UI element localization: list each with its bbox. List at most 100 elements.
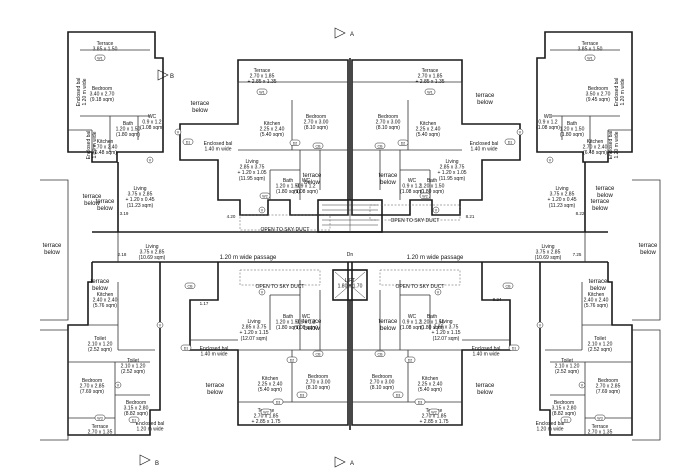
tag-marker: [312, 350, 324, 357]
room-name: Living: [145, 244, 158, 250]
room-name: Bath: [123, 121, 134, 127]
tag-label: CB: [316, 144, 322, 148]
door-window-tag: D2: [289, 139, 301, 146]
tag-label: CB: [506, 284, 512, 288]
room-name: Enclosed bal: [136, 421, 165, 427]
room-name: Enclosed bal: [608, 131, 614, 160]
room-dimension: (1.08 sqm): [400, 189, 424, 195]
note: terrace: [303, 173, 322, 179]
room-name: Toilet: [561, 358, 573, 364]
door-window-tag: D1: [560, 416, 572, 423]
room-dimension: + 2.85 x 1.35: [415, 79, 444, 85]
room-dimension: 2.25 x 2.40: [416, 127, 441, 133]
tag-label: D1: [186, 140, 191, 144]
room-name: WC: [408, 178, 417, 184]
tag-marker: [432, 206, 440, 214]
tag-marker: [156, 321, 164, 329]
room-dimension: 1.80 x 1.70: [338, 284, 363, 290]
note: terrace: [379, 173, 398, 179]
tag-marker: [128, 416, 140, 423]
tag-marker: [419, 192, 431, 199]
section-arrow-icon: [157, 69, 169, 81]
room-dimension: 2.70 x 1.85: [422, 414, 447, 420]
room-dimension: (7.69 sqm): [596, 389, 620, 395]
tag-marker: [312, 142, 324, 149]
tag-marker: [508, 344, 520, 351]
room-name: Terrace: [422, 68, 439, 74]
tag-marker: [536, 321, 544, 329]
column-mark: 7.25: [573, 252, 582, 257]
door-window-tag: CB: [312, 142, 324, 149]
room-dimension: (8.10 sqm): [370, 385, 394, 391]
room-name: Bedroom: [598, 378, 618, 384]
stair-direction-label: Dn: [347, 252, 354, 258]
room-name: Kitchen: [587, 139, 604, 145]
lift-cross-b: [334, 271, 366, 299]
room-name: Living: [439, 319, 452, 325]
tag-marker: [174, 128, 182, 136]
room-label: WC0.9 x 1.2(1.08 sqm): [294, 314, 318, 331]
tag-marker: [397, 139, 409, 146]
tag-label: V: [159, 323, 162, 327]
column-mark: 2.18: [118, 252, 127, 257]
room-name: Toilet: [594, 336, 606, 342]
tag-label: W2: [263, 410, 268, 414]
door-window-tag: V: [258, 288, 266, 296]
terrace-notes: terrace below terrace below terrace belo…: [43, 93, 658, 396]
room-name: Terrace: [97, 41, 114, 47]
room-name: LIFT: [345, 278, 355, 284]
section-arrow-icon: [334, 27, 346, 39]
tag-marker: [404, 356, 416, 363]
room-dimension: + 1.20 x 1.05: [237, 170, 266, 176]
door-window-tag: V: [546, 156, 554, 164]
door-window-tag: D1: [182, 138, 194, 145]
door-window-tag: V: [536, 321, 544, 329]
tag-marker: [256, 88, 268, 95]
door-window-tag: D1: [128, 416, 140, 423]
room-dimension: 2.25 x 2.40: [418, 382, 443, 388]
room-dimension: 2.40 x 2.40: [584, 298, 609, 304]
door-window-tag: V: [432, 206, 440, 214]
room-name: WC: [148, 114, 157, 120]
note: terrace: [596, 186, 615, 192]
room-dimension: 1.20 x 1.50: [276, 184, 301, 190]
note: below: [84, 201, 100, 207]
door-window-tag: W3: [94, 414, 106, 421]
room-name: Living: [245, 159, 258, 165]
room-dimension: 2.85 x 3.75: [240, 165, 265, 171]
tag-marker: [578, 381, 586, 389]
tag-label: V: [261, 208, 264, 212]
room-dimension: 2.70 x 1.85: [254, 414, 279, 420]
room-dimension: 1.20 x 1.50: [560, 127, 585, 133]
door-window-tag: CB: [502, 282, 514, 289]
door-window-tag: D3: [296, 391, 308, 398]
note: below: [380, 326, 396, 332]
room-dimension: (5.40 sqm): [416, 132, 440, 138]
room-name: WC: [544, 114, 553, 120]
door-window-tag: V: [434, 288, 442, 296]
room-label: WC0.9 x 1.2(1.08 sqm): [536, 114, 560, 131]
tag-marker: [428, 408, 440, 415]
section-arrow-icon: [334, 456, 346, 468]
room-dimension: 2.70 x 1.85: [418, 74, 443, 80]
room-label: WC0.9 x 1.2(1.08 sqm): [294, 178, 318, 195]
room-dimension: 2.85 x 3.75: [440, 165, 465, 171]
wall-unit-tl: [67, 31, 164, 163]
note: below: [304, 326, 320, 332]
tag-marker: [392, 391, 404, 398]
note: terrace: [43, 243, 62, 249]
door-window-tag: V: [146, 156, 154, 164]
door-window-tag: V: [114, 381, 122, 389]
room-dimension: 1.20 x 1.50: [276, 320, 301, 326]
